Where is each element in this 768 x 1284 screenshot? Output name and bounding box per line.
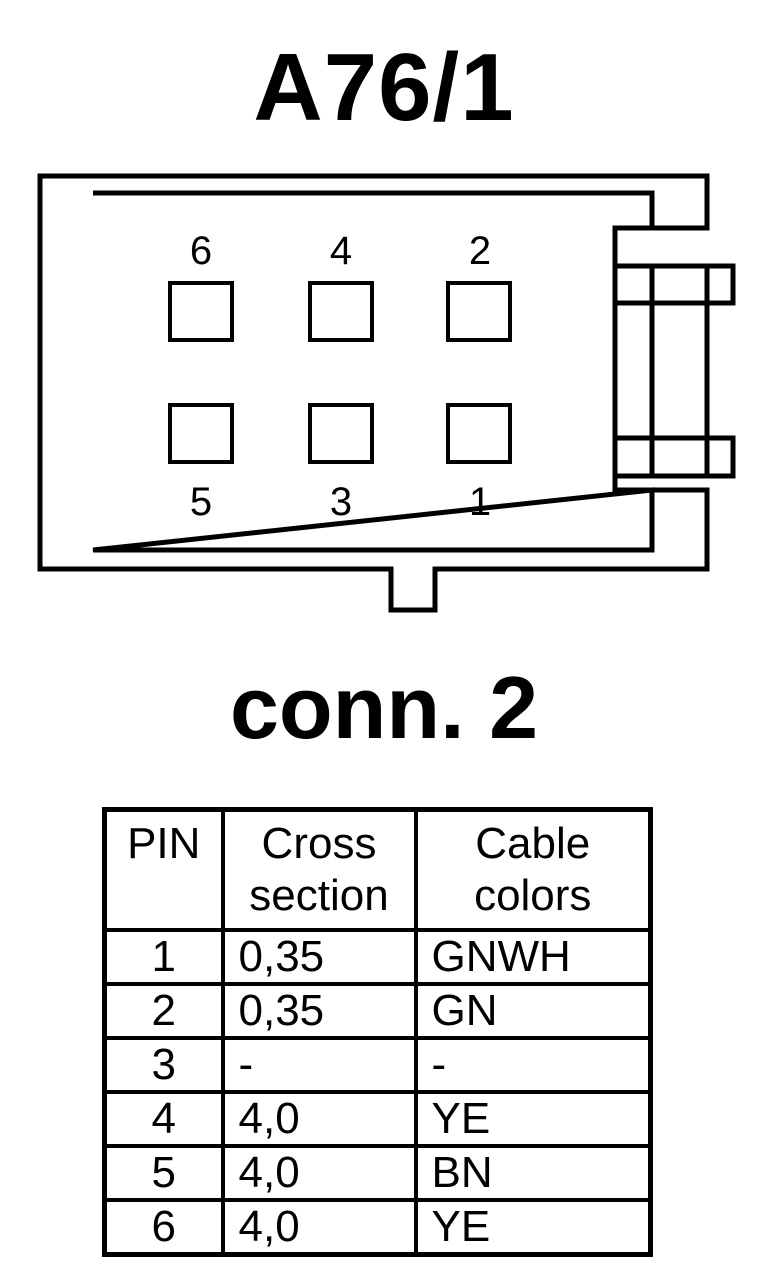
pin-label-3: 3 [330, 480, 352, 524]
pin-cavity-3 [308, 403, 374, 464]
pin-label-6: 6 [190, 229, 212, 273]
table-row: 6 4,0 YE [102, 1198, 653, 1257]
pin-number: 1 [102, 928, 225, 986]
pin-cavity-5 [168, 403, 234, 464]
pin-number: 6 [102, 1198, 225, 1257]
cable-color-value: GN [413, 982, 653, 1040]
pin-number: 4 [102, 1090, 225, 1148]
table-row: 2 0,35 GN [102, 982, 653, 1040]
pin-cavity-2 [446, 281, 512, 342]
cross-section-value: 4,0 [220, 1090, 418, 1148]
pin-label-2: 2 [469, 229, 491, 273]
cross-section-value: 4,0 [220, 1144, 418, 1202]
cable-color-value: YE [413, 1198, 653, 1257]
cross-section-value: 4,0 [220, 1198, 418, 1257]
pin-number: 2 [102, 982, 225, 1040]
table-row: 3 - - [102, 1036, 653, 1094]
cable-color-value: GNWH [413, 928, 653, 986]
cable-color-value: BN [413, 1144, 653, 1202]
connector-title: A76/1 [253, 34, 515, 141]
cross-section-value: 0,35 [220, 982, 418, 1040]
header-pin: PIN [102, 807, 225, 932]
pin-cavity-4 [308, 281, 374, 342]
pin-cavity-6 [168, 281, 234, 342]
pin-cavity-1 [446, 403, 512, 464]
table-row: 5 4,0 BN [102, 1144, 653, 1202]
connector-inner-outline [92, 190, 655, 553]
cross-section-value: 0,35 [220, 928, 418, 986]
connector-latch [615, 263, 736, 479]
cross-section-value: - [220, 1036, 418, 1094]
pin-label-4: 4 [330, 229, 352, 273]
pin-number: 3 [102, 1036, 225, 1094]
connector-diagram: 6 4 2 5 3 1 [37, 173, 736, 613]
table-row: 1 0,35 GNWH [102, 928, 653, 986]
pin-number: 5 [102, 1144, 225, 1202]
cable-color-value: - [413, 1036, 653, 1094]
connector-subtitle: conn. 2 [229, 658, 539, 757]
cable-color-value: YE [413, 1090, 653, 1148]
pin-label-1: 1 [469, 480, 491, 524]
pin-label-5: 5 [190, 480, 212, 524]
connector-housing-outline [37, 173, 710, 613]
table-row: 4 4,0 YE [102, 1090, 653, 1148]
